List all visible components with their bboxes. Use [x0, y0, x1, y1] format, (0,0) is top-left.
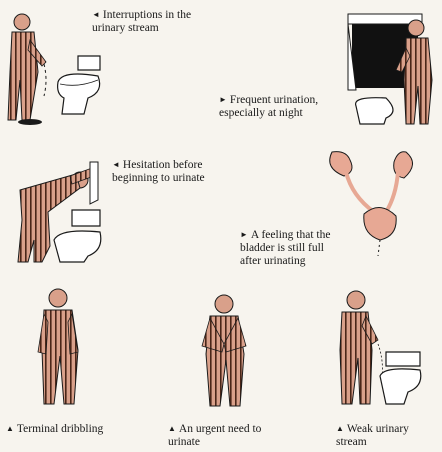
toilet-interrupted: [57, 55, 101, 115]
man-weak-stream-figure: [339, 290, 383, 405]
toilet-weak-stream: [379, 351, 422, 405]
man-interrupted-stream-figure: [7, 13, 47, 125]
label-weak: ▲Weak urinary stream: [336, 423, 409, 449]
label-dribbling-text: Terminal dribbling: [16, 423, 104, 435]
label-frequent: ►Frequent urination, especially at night: [219, 94, 318, 120]
label-interruptions: ◄Interruptions in the urinary stream: [92, 9, 191, 35]
man-urgent-need-figure: [201, 294, 247, 407]
arrow-left-icon: ◄: [112, 160, 120, 169]
wall-and-toilet-hesitation: [53, 161, 102, 263]
arrow-up-icon: ▲: [336, 424, 344, 433]
label-dribbling: ▲Terminal dribbling: [6, 423, 103, 436]
label-urgent-text: An urgent need to urinate: [168, 423, 262, 448]
label-hesitation-text: Hesitation before beginning to urinate: [112, 159, 205, 184]
arrow-left-icon: ◄: [92, 10, 100, 19]
label-urgent: ▲An urgent need to urinate: [168, 423, 261, 449]
arrow-up-icon: ▲: [168, 424, 176, 433]
man-terminal-dribbling-figure: [37, 288, 79, 405]
label-hesitation: ◄Hesitation before beginning to urinate: [112, 159, 205, 185]
label-interruptions-text: Interruptions in the urinary stream: [92, 9, 192, 34]
label-full-bladder: ►A feeling that the bladder is still ful…: [240, 229, 330, 268]
label-weak-text: Weak urinary stream: [336, 423, 409, 448]
arrow-right-icon: ►: [219, 95, 227, 104]
urinary-system-diagram: [329, 151, 413, 257]
arrow-right-icon: ►: [240, 230, 248, 239]
man-frequent-urination-figure: [395, 19, 433, 125]
toilet-frequent: [355, 97, 394, 125]
label-full-bladder-text: A feeling that the bladder is still full…: [240, 229, 331, 267]
label-frequent-text: Frequent urination, especially at night: [219, 94, 319, 119]
man-hesitation-figure: [17, 167, 95, 263]
arrow-up-icon: ▲: [6, 424, 14, 433]
